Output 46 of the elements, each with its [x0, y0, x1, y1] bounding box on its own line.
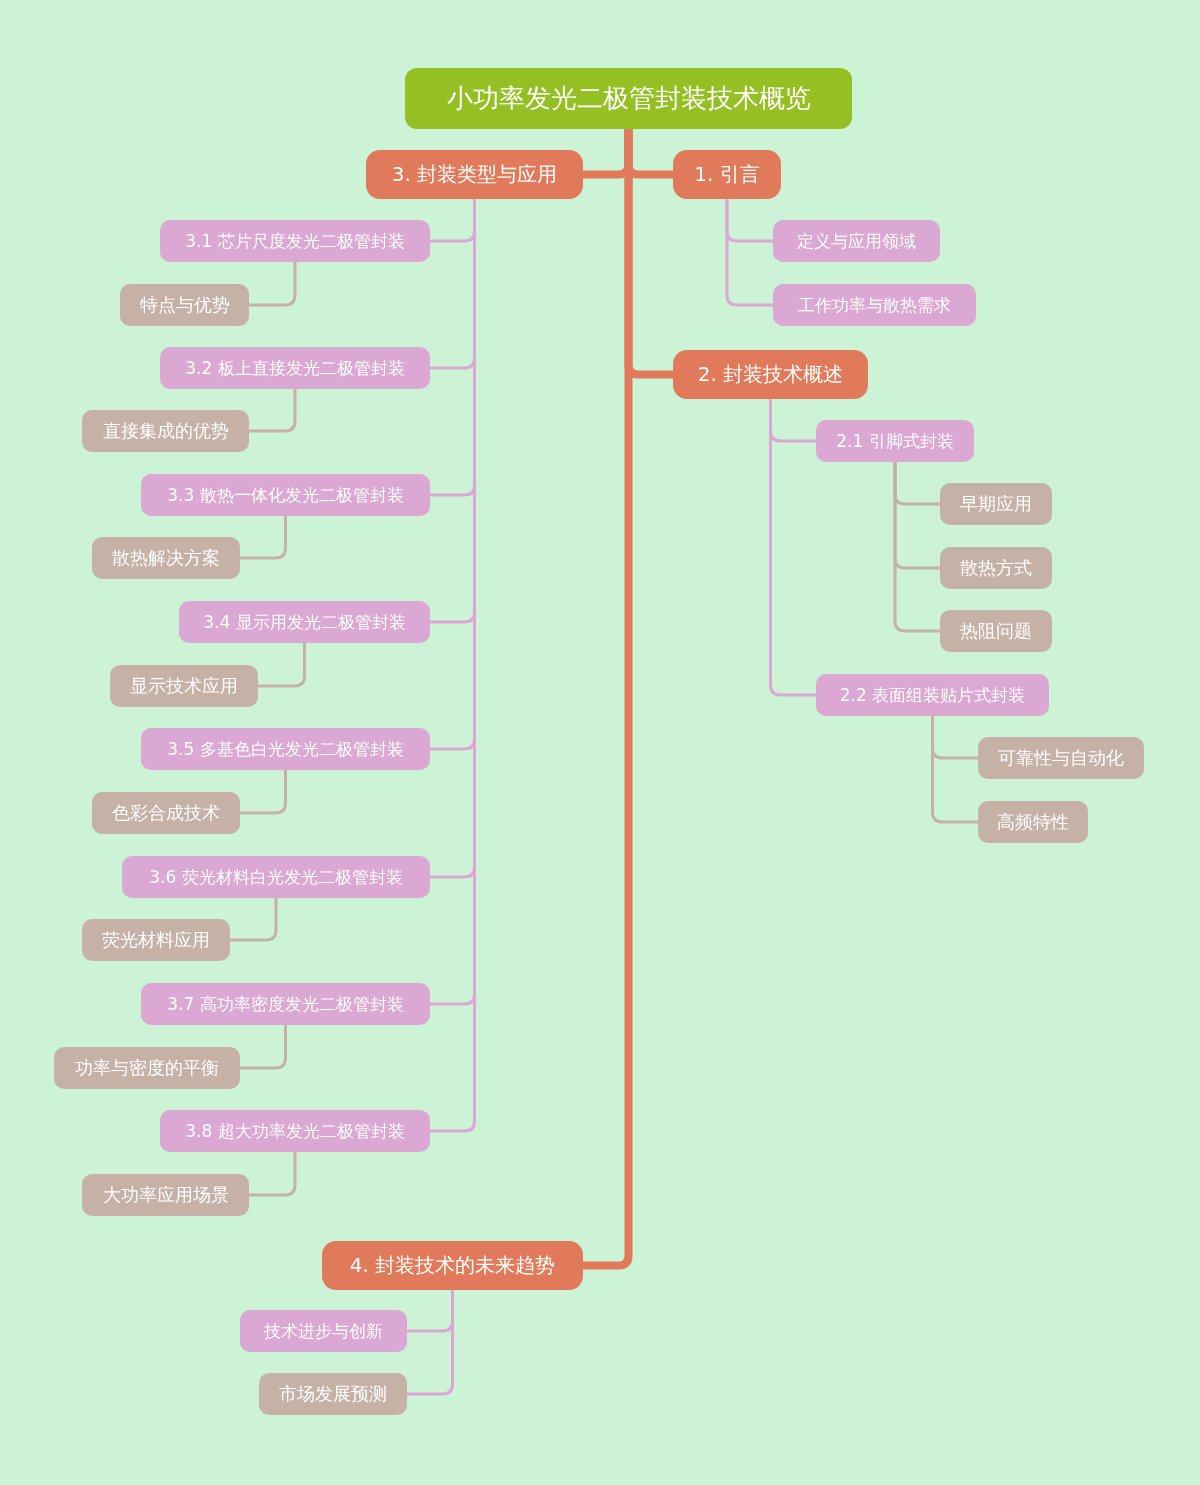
connector-line	[249, 262, 297, 307]
detail-box: 散热方式	[940, 547, 1052, 589]
connector-line	[230, 898, 278, 942]
subtopic-box: 2.2 表面组装贴片式封装	[816, 674, 1049, 716]
subtopic-box: 3.1 芯片尺度发光二极管封装	[160, 220, 430, 262]
subtopic-box: 3.7 高功率密度发光二极管封装	[141, 983, 430, 1025]
detail-box: 高频特性	[978, 801, 1088, 843]
connector-line	[249, 1152, 297, 1197]
detail-box: 色彩合成技术	[92, 792, 240, 834]
main-topic-box: 3. 封装类型与应用	[366, 150, 583, 199]
subtopic-box: 3.2 板上直接发光二极管封装	[160, 347, 430, 389]
connector-line	[931, 716, 978, 824]
detail-box: 散热解决方案	[92, 537, 240, 579]
subtopic-box: 2.1 引脚式封装	[816, 420, 974, 462]
detail-box: 直接集成的优势	[82, 410, 249, 452]
connector-line	[240, 770, 287, 815]
detail-box: 热阻问题	[940, 610, 1052, 652]
main-topic-box: 2. 封装技术概述	[673, 350, 868, 399]
subtopic-box: 3.6 荧光材料白光发光二极管封装	[122, 856, 430, 898]
detail-box: 显示技术应用	[110, 665, 258, 707]
main-topic-box: 4. 封装技术的未来趋势	[322, 1241, 583, 1290]
subtopic-box: 技术进步与创新	[240, 1310, 407, 1352]
connector-line	[769, 399, 816, 697]
subtopic-box: 3.4 显示用发光二极管封装	[179, 601, 430, 643]
detail-box: 特点与优势	[120, 284, 249, 326]
connector-line	[893, 462, 940, 633]
subtopic-box: 3.5 多基色白光发光二极管封装	[141, 728, 430, 770]
subtopic-box: 3.8 超大功率发光二极管封装	[160, 1110, 430, 1152]
subtopic-box: 3.3 散热一体化发光二极管封装	[141, 474, 430, 516]
detail-box: 大功率应用场景	[82, 1174, 249, 1216]
connector-line	[240, 516, 287, 560]
detail-box: 早期应用	[940, 483, 1052, 525]
detail-box: 功率与密度的平衡	[54, 1047, 240, 1089]
connector-line	[407, 1290, 454, 1396]
connector-line	[240, 1025, 287, 1070]
detail-box: 荧光材料应用	[82, 919, 230, 961]
connector-line	[249, 389, 297, 433]
connector-line	[583, 129, 633, 1270]
detail-box: 可靠性与自动化	[978, 737, 1144, 779]
connector-line	[725, 199, 773, 307]
detail-box: 市场发展预测	[259, 1373, 407, 1415]
main-topic-box: 1. 引言	[673, 150, 781, 199]
subtopic-box: 定义与应用领域	[773, 220, 940, 262]
central-topic-box: 小功率发光二极管封装技术概览	[405, 68, 852, 129]
connector-line	[258, 643, 306, 688]
subtopic-box: 工作功率与散热需求	[773, 284, 976, 326]
